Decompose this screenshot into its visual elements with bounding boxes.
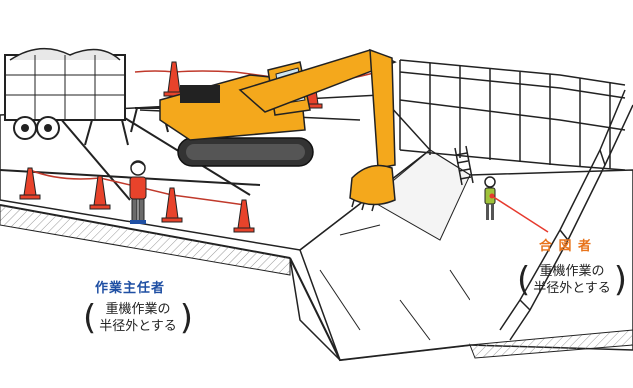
dump-truck (4, 47, 126, 140)
signaler-note-line1: 重機作業の (539, 264, 605, 279)
cone-1 (19, 167, 41, 200)
signaler-pointer (491, 195, 549, 233)
supervisor-note-close-paren: ) (179, 298, 193, 338)
signaler-title: 合 図 者 (539, 239, 593, 254)
ladder (454, 145, 474, 186)
excavator (159, 48, 397, 212)
signaler-note-close-paren: ) (613, 260, 627, 300)
cone-5 (163, 61, 185, 97)
supervisor-note-line2: 半径外とする (99, 319, 177, 334)
signaler-pointer-dot (489, 193, 495, 199)
cone-2 (89, 175, 111, 210)
supervisor-title: 作業主任者 (95, 281, 166, 296)
supervisor-note-open-paren: ( (83, 298, 97, 338)
signaler-note: ( 重機作業の 半径外とする ) (517, 261, 627, 299)
cone-4 (233, 199, 255, 233)
signaler-note-open-paren: ( (517, 260, 531, 300)
signaler-note-line2: 半径外とする (533, 281, 611, 296)
cone-3 (161, 187, 183, 223)
right-bank (469, 169, 633, 359)
supervisor-note: ( 重機作業の 半径外とする ) (83, 299, 193, 337)
supervisor-figure (129, 160, 147, 224)
guard-fence (399, 59, 633, 341)
supervisor-note-line1: 重機作業の (105, 302, 171, 317)
